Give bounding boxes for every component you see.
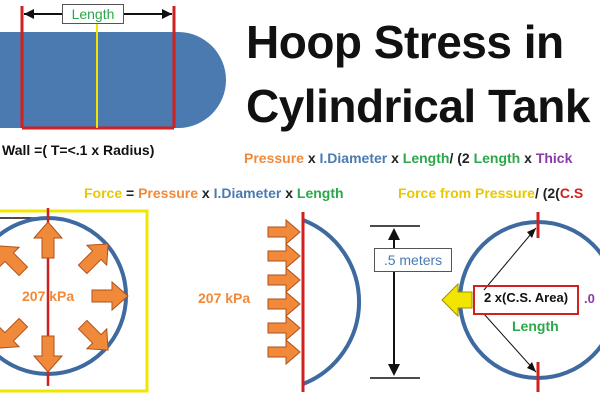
middle-arrow-6 (267, 338, 301, 366)
cs-length-label: Length (512, 318, 559, 334)
diameter-arrowhead-top (388, 228, 400, 240)
formula-operator: x (387, 150, 403, 166)
formula-term-length: Length (296, 185, 344, 201)
formula-operator: x (520, 150, 536, 166)
formula-operator: / (2 (449, 150, 474, 166)
formula-term-thickness: Thick (535, 150, 573, 166)
force-formula: Force = Pressure x I.Diameter x Length (84, 185, 344, 201)
formula-term-inner-diameter: I.Diameter (213, 185, 282, 201)
middle-half-section (267, 212, 420, 392)
right-cross-section (441, 212, 600, 392)
cs-area-suffix: .0 (584, 291, 595, 306)
leader-to-top-wall (483, 227, 537, 291)
formula-term-inner-diameter: I.Diameter (319, 150, 388, 166)
formula-term-length: Length (473, 150, 521, 166)
cs-area-label: 2 x(C.S. Area) (483, 290, 569, 305)
pressure-arrow-up (32, 221, 64, 259)
formula-operator: x (303, 150, 320, 166)
middle-arrow-1 (267, 218, 301, 246)
middle-pressure-label: 207 kPa (198, 290, 251, 306)
thin-wall-note: Wall =( T=<.1 x Radius) (2, 142, 155, 158)
pressure-arrow-upper-left (0, 245, 29, 277)
formula-term-pressure: Pressure (138, 185, 199, 201)
left-pressure-label: 207 kPa (22, 288, 75, 304)
leader-arrowhead-bottom (527, 362, 536, 372)
diameter-arrowhead-bottom (388, 364, 400, 376)
formula-operator: x (198, 185, 214, 201)
left-cross-section (0, 208, 149, 393)
formula-term-force: Force (84, 185, 123, 201)
leader-to-bottom-wall (483, 313, 537, 373)
length-arrowhead-right (162, 9, 172, 19)
middle-arrow-2 (267, 242, 301, 270)
pressure-arrow-lower-right (77, 319, 109, 351)
cs-area-box-frame (473, 285, 579, 315)
tank-body (0, 32, 226, 128)
force-frame (0, 209, 149, 393)
tank-side-view (0, 6, 226, 130)
formula-term-cross-section: C.S (559, 185, 584, 201)
middle-arrow-4 (267, 290, 301, 318)
formula-term-pressure: Pressure (244, 150, 304, 166)
half-tank-ring (302, 218, 362, 386)
formula-operator: = (122, 185, 139, 201)
page-title-line-1: Hoop Stress in (246, 16, 564, 68)
formula-term-length: Length (402, 150, 450, 166)
formula-term-force-from-pressure: Force from Pressure (398, 185, 535, 201)
pressure-arrow-lower-left (0, 317, 29, 349)
radius-label-box: .5 meters (374, 248, 452, 272)
pressure-arrow-down (32, 335, 64, 373)
pressure-arrow-right (91, 280, 129, 312)
radius-label: .5 meters (383, 252, 443, 268)
left-pressure-arrows (0, 221, 129, 373)
hoop-stress-formula: Pressure x I.Diameter x Length/ (2 Lengt… (244, 150, 572, 166)
formula-operator: / (2( (534, 185, 560, 201)
middle-arrow-3 (267, 266, 301, 294)
tank-length-label: Length (71, 6, 115, 22)
length-arrowhead-left (24, 9, 34, 19)
page-title-line-2: Cylindrical Tank (246, 80, 590, 132)
pressure-arrow-upper-right (77, 243, 109, 275)
force-direction-arrow (441, 282, 473, 318)
middle-arrow-5 (267, 314, 301, 342)
formula-operator: x (281, 185, 297, 201)
wall-stress-formula: Force from Pressure/ (2(C.S (398, 185, 583, 201)
middle-pressure-arrows (267, 218, 301, 366)
tank-length-label-box: Length (62, 4, 124, 24)
leader-arrowhead-top (527, 228, 536, 238)
